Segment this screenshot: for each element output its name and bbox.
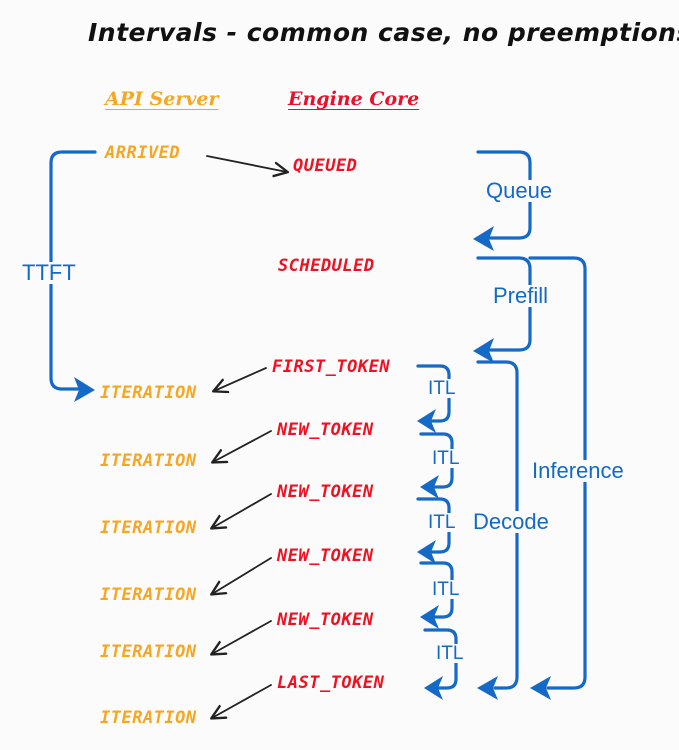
arrow-last-token-to-iteration: [212, 684, 272, 718]
state-flow-arrows: [206, 155, 287, 718]
arrow-new-token-to-iteration-1: [213, 430, 272, 462]
state-iteration-4: ITERATION: [100, 585, 197, 605]
state-iteration-2: ITERATION: [100, 451, 197, 471]
page-title: Intervals - common case, no preemptions: [88, 18, 679, 47]
arrow-new-token-to-iteration-4: [212, 620, 272, 654]
arrow-new-token-to-iteration-3: [212, 557, 272, 594]
state-new-token-4: NEW_TOKEN: [277, 610, 374, 630]
state-new-token-2: NEW_TOKEN: [277, 482, 374, 502]
annotation-itl-1: ITL: [426, 378, 458, 399]
state-first-token: FIRST_TOKEN: [272, 357, 391, 377]
state-queued: QUEUED: [293, 156, 358, 176]
annotation-ttft: TTFT: [20, 260, 78, 285]
state-arrived: ARRIVED: [105, 143, 181, 163]
ttft-arrowhead: [74, 377, 95, 402]
annotation-prefill: Prefill: [491, 283, 551, 308]
inference-arrowhead: [530, 676, 551, 700]
annotation-itl-4: ITL: [430, 579, 462, 600]
state-new-token-3: NEW_TOKEN: [277, 546, 374, 566]
arrow-new-token-to-iteration-2: [212, 493, 272, 528]
column-header-engine-core: Engine Core: [288, 88, 420, 110]
itl-arrowhead-3: [417, 540, 436, 564]
state-iteration-1: ITERATION: [100, 383, 197, 403]
state-iteration-3: ITERATION: [100, 518, 197, 538]
state-scheduled: SCHEDULED: [278, 256, 375, 276]
itl-arrowhead-4: [420, 605, 439, 629]
prefill-arrowhead: [473, 338, 494, 363]
itl-arrowhead-1: [417, 409, 436, 433]
state-iteration-5: ITERATION: [100, 642, 197, 662]
annotation-itl-5: ITL: [434, 643, 466, 664]
arrow-first-token-to-iteration: [214, 367, 267, 391]
queue-arrowhead: [473, 226, 494, 251]
annotation-queue: Queue: [484, 178, 555, 203]
column-header-api-server: API Server: [105, 88, 219, 110]
annotation-decode: Decode: [471, 509, 551, 534]
decode-arrowhead: [477, 676, 498, 700]
annotation-itl-2: ITL: [430, 448, 462, 469]
state-last-token: LAST_TOKEN: [277, 673, 385, 693]
itl-arrowhead-5: [424, 676, 443, 700]
blue-arrowheads: [74, 226, 551, 700]
annotation-itl-3: ITL: [426, 512, 458, 533]
state-new-token-1: NEW_TOKEN: [277, 420, 374, 440]
annotation-inference: Inference: [530, 458, 626, 483]
state-iteration-6: ITERATION: [100, 708, 197, 728]
itl-arrowhead-2: [420, 475, 439, 499]
arrow-arrived-to-queued: [206, 155, 287, 172]
